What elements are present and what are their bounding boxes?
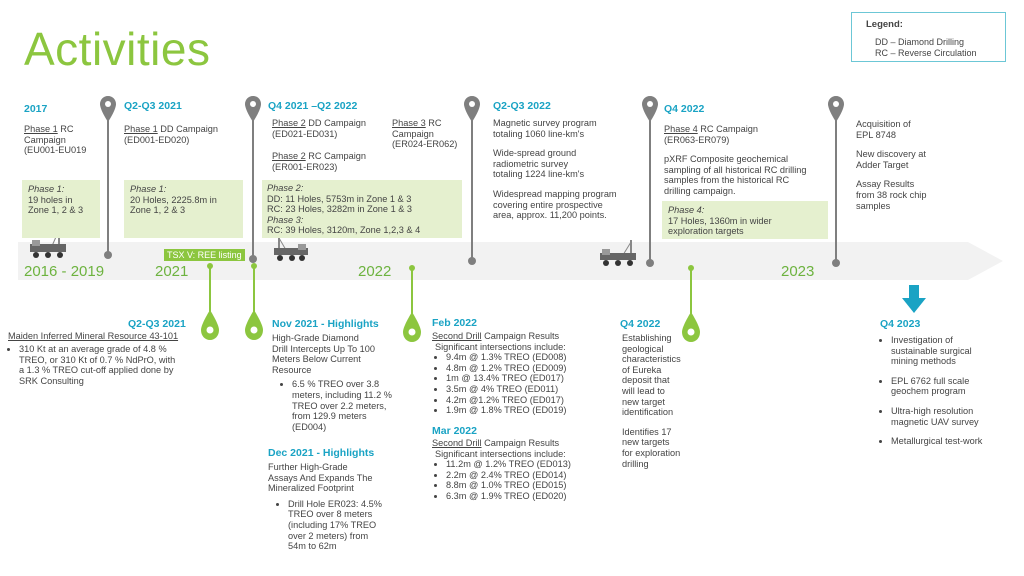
page-title: Activities xyxy=(24,23,211,75)
list-item: 1.9m @ 1.8% TREO (ED019) xyxy=(446,405,597,416)
heading-mar-2022: Mar 2022 xyxy=(432,425,477,437)
map-pin-icon xyxy=(828,96,844,267)
c2017-text: Phase 1 RC Campaign (EU001-EU019 xyxy=(24,124,87,156)
heading-q2q3-2022: Q2-Q3 2022 xyxy=(493,100,551,112)
list-item: 6.3m @ 1.9% TREO (ED020) xyxy=(446,491,597,502)
map-pin-icon xyxy=(642,96,658,267)
heading-q2q3-2021: Q2-Q3 2021 xyxy=(124,100,182,112)
list-item: 2.2m @ 2.4% TREO (ED014) xyxy=(446,470,597,481)
list-item: 11.2m @ 1.2% TREO (ED013) xyxy=(446,459,597,470)
c2022-phase3-text: Phase 3 RC Campaign (ER024-ER062) xyxy=(392,118,458,150)
cq4-text: Phase 4 RC Campaign (ER063-ER079) pXRF C… xyxy=(664,124,807,196)
map-pin-icon xyxy=(245,96,261,263)
timeline-arrow xyxy=(18,242,1003,280)
heading-nov-2021: Nov 2021 - Highlights xyxy=(272,318,379,330)
year-2022: 2022 xyxy=(358,263,392,280)
drop-pin-icon xyxy=(201,263,219,340)
tsx-listing-badge: TSX V: REE listing xyxy=(164,249,245,261)
map-pin-icon xyxy=(100,96,116,259)
drop-pin-icon xyxy=(403,265,421,342)
heading-q4-2022-bottom: Q4 2022 xyxy=(620,318,661,330)
maiden-resource-text: 310 Kt at an average grade of 4.8 %TREO,… xyxy=(8,344,208,386)
drill-rig-icon xyxy=(274,236,308,261)
legend: Legend: DD – Diamond Drilling RC – Rever… xyxy=(851,12,1006,62)
phase2-3-box: Phase 2: DD: 11 Holes, 5753m in Zone 1 &… xyxy=(262,180,462,238)
list-item: 3.5m @ 4% TREO (ED011) xyxy=(446,384,597,395)
c2022-dd-text: Phase 2 DD Campaign (ED021-ED031) xyxy=(272,118,366,139)
maiden-resource-subtitle: Maiden Inferred Mineral Resource 43-101 xyxy=(8,331,179,341)
list-item: 8.8m @ 1.0% TREO (ED015) xyxy=(446,480,597,491)
legend-title: Legend: xyxy=(866,19,903,30)
heading-feb-2022: Feb 2022 xyxy=(432,317,477,329)
map-pin-icon xyxy=(464,96,480,265)
list-item: 4.8m @ 1.2% TREO (ED009) xyxy=(446,363,597,374)
list-item: Metallurgical test-work xyxy=(891,436,1015,447)
c2021-text: Phase 1 DD Campaign (ED001-ED020) xyxy=(124,124,218,145)
heading-q4-2023: Q4 2023 xyxy=(880,318,921,330)
heading-2017: 2017 xyxy=(24,103,48,115)
c2022-rc-text: Phase 2 RC Campaign (ER001-ER023) xyxy=(272,151,366,172)
heading-dec-2021: Dec 2021 - Highlights xyxy=(268,447,375,459)
heading-q2q3-2021-bottom: Q2-Q3 2021 xyxy=(128,318,186,330)
legend-item-rc: RC – Reverse Circulation xyxy=(875,48,977,58)
mar-2022-text: Second Drill Campaign Results Significan… xyxy=(432,438,597,502)
year-2021: 2021 xyxy=(155,263,189,280)
list-item: 9.4m @ 1.3% TREO (ED008) xyxy=(446,352,597,363)
heading-q4-2022-top: Q4 2022 xyxy=(664,103,705,115)
year-2016-2019: 2016 - 2019 xyxy=(24,263,105,280)
drill-rig-icon xyxy=(600,240,636,266)
list-item: 4.2m @1.2% TREO (ED017) xyxy=(446,395,597,406)
feb-2022-text: Second Drill Campaign Results Significan… xyxy=(432,331,597,416)
drop-pin-icon xyxy=(682,265,700,342)
down-arrow-icon xyxy=(902,285,926,313)
list-item: 1m @ 13.4% TREO (ED017) xyxy=(446,373,597,384)
legend-item-dd: DD – Diamond Drilling xyxy=(875,37,965,47)
year-2023: 2023 xyxy=(781,263,815,280)
heading-q4-2021-q2-2022: Q4 2021 –Q2 2022 xyxy=(268,100,358,112)
drop-pin-icon xyxy=(245,263,263,340)
